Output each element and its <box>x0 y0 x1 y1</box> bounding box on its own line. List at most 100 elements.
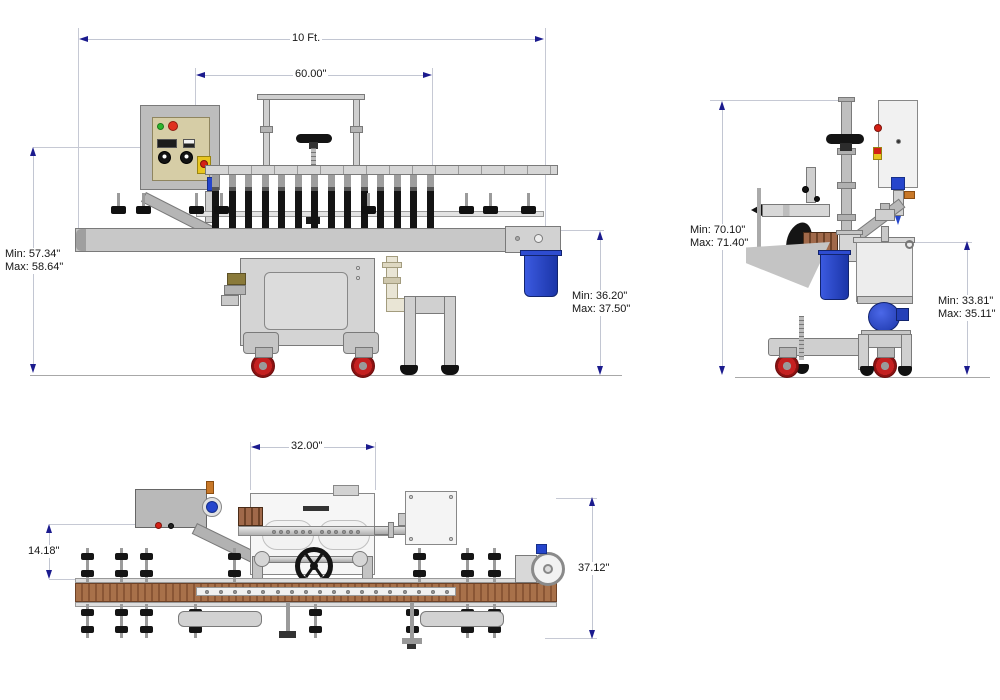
tank-screw <box>449 495 453 499</box>
wear-strip-hole <box>331 590 336 594</box>
wear-strip-hole <box>261 590 266 594</box>
digital-display-small <box>183 139 195 148</box>
extension-line <box>49 524 150 525</box>
caster-wheel <box>351 347 375 378</box>
drip-tray <box>746 242 830 288</box>
handwheel-stem <box>309 142 318 149</box>
dim-infeed-offset-label: 14.18" <box>26 545 62 558</box>
stand-foot <box>441 365 459 375</box>
manifold-port-hole <box>327 529 332 534</box>
guide-rail-knob <box>111 193 126 252</box>
support-rod-base <box>279 631 296 638</box>
guide-rail-knob <box>483 193 498 252</box>
arrowhead <box>597 366 603 375</box>
arrowhead <box>719 366 725 375</box>
wear-strip-hole <box>233 590 238 594</box>
nozzle-piston <box>806 167 816 203</box>
dim-filler-height-max: Max: 58.64" <box>5 261 64 273</box>
filling-nozzle <box>311 175 319 231</box>
support-rod-tip <box>407 644 416 649</box>
dim-filler-height-label: Min: 57.34" Max: 58.64" <box>3 248 66 274</box>
tank-screw <box>449 537 453 541</box>
manifold-port-hole <box>334 529 339 534</box>
emergency-stop-button-side <box>874 124 882 132</box>
caster-wheel <box>251 347 275 378</box>
extension-line <box>556 498 597 499</box>
guide-rail-adjuster <box>461 548 474 582</box>
extension-line <box>545 638 597 639</box>
wear-strip-hole <box>346 590 351 594</box>
filling-nozzle <box>426 175 434 231</box>
guide-rail-knob <box>136 193 151 252</box>
filling-nozzle <box>278 175 286 231</box>
dim-overall-height-min: Min: 70.10" <box>690 224 746 236</box>
motor-junction-box <box>536 544 547 554</box>
body-vent <box>333 485 359 496</box>
arrowhead <box>589 630 595 639</box>
manifold-port-hole <box>341 529 346 534</box>
guide-rail-adjuster <box>115 548 128 582</box>
sight-glass-orange <box>206 481 214 494</box>
drive-motor-hub-plan <box>543 564 553 574</box>
air-fitting-orange <box>904 191 915 199</box>
manifold-port-hole <box>286 529 291 534</box>
pipe-coupling <box>383 277 401 284</box>
tank-inlet-pipe <box>881 226 889 242</box>
guide-rail-adjuster <box>140 604 153 638</box>
manifold-port-hole <box>320 529 324 534</box>
dim-overall-height-label: Min: 70.10" Max: 71.40" <box>688 224 751 250</box>
arrowhead <box>597 231 603 240</box>
dim-conveyor-height-min: Min: 36.20" <box>572 290 628 302</box>
extension-line <box>33 147 153 148</box>
wear-strip-hole <box>219 590 224 594</box>
floor-plate <box>178 611 262 627</box>
caster-wheel <box>873 347 897 378</box>
dim-conveyor-height-label: Min: 36.20" Max: 37.50" <box>570 290 633 316</box>
wear-strip-hole <box>388 590 393 594</box>
leveling-foot <box>898 366 912 376</box>
nozzle-mounting-bar <box>205 165 558 175</box>
extension-line <box>710 100 850 101</box>
arrowhead <box>964 366 970 375</box>
nozzle-tip <box>751 204 762 216</box>
piston-knob <box>814 196 820 202</box>
arrowhead <box>423 72 432 78</box>
guide-rail-adjuster <box>81 604 94 638</box>
dim-tank-height-min: Min: 33.81" <box>938 295 994 307</box>
extension-line <box>545 28 546 226</box>
manifold-port-hole <box>355 529 360 534</box>
stand-foot <box>400 365 418 375</box>
base-frame-right-leg <box>858 334 869 370</box>
piston-knob <box>802 186 809 193</box>
inlet-fitting <box>224 285 246 295</box>
tank-valve-body <box>875 209 895 221</box>
pump-stand-leg <box>404 296 416 366</box>
conveyor-left-cap <box>76 229 86 251</box>
wear-strip-hole <box>205 590 209 594</box>
pump-stand-leg <box>444 296 456 366</box>
manifold-port-hole <box>279 529 284 534</box>
filling-nozzle <box>377 175 385 231</box>
cabinet-screw <box>356 266 360 270</box>
link-bar-boss <box>352 551 368 567</box>
extension-line <box>250 442 251 490</box>
mast-cap <box>838 97 855 102</box>
arrowhead <box>196 72 205 78</box>
floor-plate <box>420 611 504 627</box>
filling-nozzle <box>294 175 302 231</box>
wear-strip-hole <box>303 590 308 594</box>
inlet-fitting-brass <box>227 273 246 285</box>
dim-filler-span-label: 60.00" <box>293 68 329 81</box>
extension-line <box>375 442 376 490</box>
wear-strip-hole <box>360 590 365 594</box>
tank-screw <box>409 537 413 541</box>
post-collar <box>260 126 273 133</box>
pipe-flange <box>382 262 402 268</box>
gantry-post-right <box>353 99 360 169</box>
arrowhead <box>30 364 36 373</box>
guide-rail-knob <box>521 193 536 259</box>
guide-rail-adjuster <box>115 604 128 638</box>
extension-line <box>195 68 196 110</box>
mast-collar <box>837 214 856 221</box>
arrowhead <box>964 241 970 250</box>
